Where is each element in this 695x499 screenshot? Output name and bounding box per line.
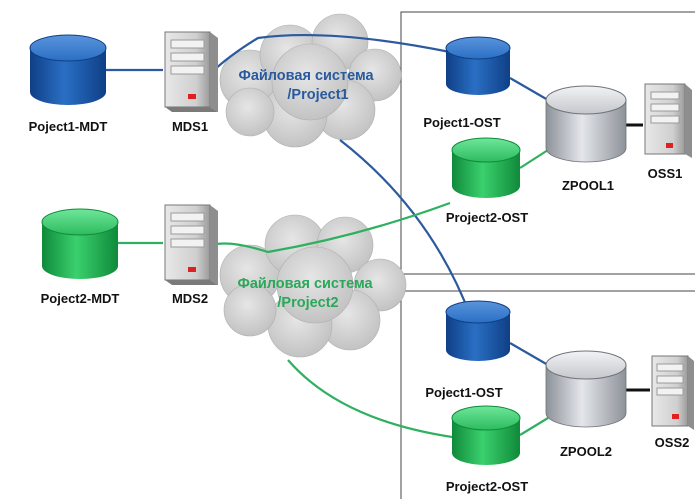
mds2-label: MDS2: [172, 291, 208, 306]
disk-cylinder-icon: [29, 34, 107, 105]
server-tower-icon: [164, 31, 218, 112]
oss2-label: OSS2: [655, 435, 690, 450]
cloud1-label-line2: /Project1: [287, 87, 348, 103]
ost2-top-label: Project2-OST: [446, 210, 528, 225]
zpool1-label: ZPOOL1: [562, 178, 614, 193]
disk-cylinder-icon: [41, 208, 119, 279]
oss2-group-box: [400, 290, 695, 499]
link-ost1-zpool2: [509, 342, 549, 366]
link-cloud1-ost1-bottom: [339, 139, 472, 316]
zpool2-label: ZPOOL2: [560, 444, 612, 459]
cloud2-label-line2: /Project2: [277, 295, 338, 311]
mdt2-label: Poject2-MDT: [41, 291, 120, 306]
server-tower-icon: [164, 204, 218, 285]
ost1-top-label: Poject1-OST: [423, 115, 500, 130]
zpool-cylinder-icon: [545, 85, 627, 163]
disk-cylinder-icon: [451, 405, 521, 465]
link-ost2-zpool2: [519, 417, 549, 436]
cloud2-label-line1: Файловая система: [237, 276, 373, 292]
connections: [105, 33, 650, 439]
zpool-cylinder-icon: [545, 350, 627, 428]
disk-cylinder-icon: [451, 137, 521, 198]
ost2-bottom-label: Project2-OST: [446, 479, 528, 494]
ost1-bottom-label: Poject1-OST: [425, 385, 502, 400]
link-cloud2-ost2-bottom: [287, 359, 453, 439]
link-ost1-zpool1: [509, 77, 549, 101]
link-ost2-zpool1: [519, 149, 549, 169]
mdt1-label: Poject1-MDT: [29, 119, 108, 134]
server-tower-icon: [651, 355, 694, 430]
oss1-group-box: [400, 11, 695, 275]
mds1-label: MDS1: [172, 119, 208, 134]
disk-cylinder-icon: [445, 300, 511, 361]
server-tower-icon: [644, 83, 692, 158]
link-mds1-ost1-top: [211, 33, 451, 73]
cloud-icon: [219, 214, 407, 358]
cloud1-label-line1: Файловая система: [238, 68, 374, 84]
cloud-icon: [219, 13, 402, 148]
disk-cylinder-icon: [445, 36, 511, 95]
oss1-label: OSS1: [648, 166, 683, 181]
link-mds2-ost2-top: [211, 201, 451, 254]
